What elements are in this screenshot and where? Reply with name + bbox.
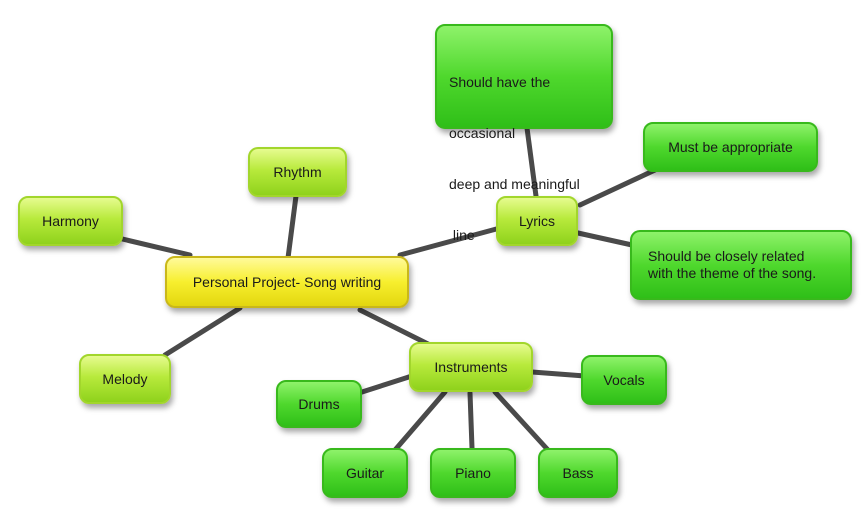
node-vocals[interactable]: Vocals — [581, 355, 667, 405]
node-guitar[interactable]: Guitar — [322, 448, 408, 498]
node-lyrics-note-2[interactable]: Must be appropriate — [643, 122, 818, 172]
node-lyrics-note-3[interactable]: Should be closely related with the theme… — [630, 230, 852, 300]
node-rhythm-label: Rhythm — [273, 163, 322, 180]
node-guitar-label: Guitar — [345, 464, 385, 481]
node-instruments[interactable]: Instruments — [409, 342, 533, 392]
link-lyrics-note2 — [577, 167, 658, 208]
node-harmony[interactable]: Harmony — [18, 196, 123, 246]
note-1-line-2: occasional — [449, 125, 516, 141]
node-rhythm[interactable]: Rhythm — [248, 147, 347, 197]
note-1-line-4: line — [449, 227, 475, 243]
node-lyrics-label: Lyrics — [518, 212, 556, 229]
node-lyrics[interactable]: Lyrics — [496, 196, 578, 246]
node-harmony-label: Harmony — [42, 212, 99, 229]
link-instruments-bass — [492, 389, 551, 453]
link-lyrics-note3 — [575, 230, 635, 248]
link-instruments-vocals — [529, 369, 588, 379]
note-1-line-3: deep and meaningful — [449, 176, 580, 192]
node-drums[interactable]: Drums — [276, 380, 362, 428]
node-instruments-label: Instruments — [434, 358, 508, 375]
link-instruments-piano — [467, 390, 475, 451]
node-lyrics-note-1[interactable]: Should have the occasional deep and mean… — [435, 24, 613, 243]
link-central-rhythm — [285, 193, 299, 261]
node-lyrics-note-3-label: Should be closely related with the theme… — [648, 248, 817, 281]
link-instruments-drums — [359, 372, 418, 395]
link-central-harmony — [115, 235, 193, 258]
central-node-label: Personal Project- Song writing — [192, 273, 382, 290]
node-bass-label: Bass — [562, 464, 594, 481]
link-central-lyrics — [397, 225, 503, 258]
node-lyrics-note-1-text: Should have the occasional deep and mean… — [449, 40, 580, 278]
link-lyrics-note1 — [524, 125, 539, 199]
central-node[interactable]: Personal Project- Song writing — [165, 256, 409, 308]
node-piano[interactable]: Piano — [430, 448, 516, 498]
node-melody-label: Melody — [102, 370, 148, 387]
node-drums-label: Drums — [298, 395, 340, 412]
node-lyrics-note-2-label: Must be appropriate — [668, 138, 793, 155]
link-central-melody — [162, 305, 243, 358]
note-1-line-1: Should have the — [449, 74, 551, 90]
node-vocals-label: Vocals — [603, 371, 645, 388]
node-bass[interactable]: Bass — [538, 448, 618, 498]
link-central-instruments — [357, 307, 433, 348]
node-piano-label: Piano — [455, 464, 491, 481]
link-instruments-guitar — [392, 389, 448, 453]
node-melody[interactable]: Melody — [79, 354, 171, 404]
